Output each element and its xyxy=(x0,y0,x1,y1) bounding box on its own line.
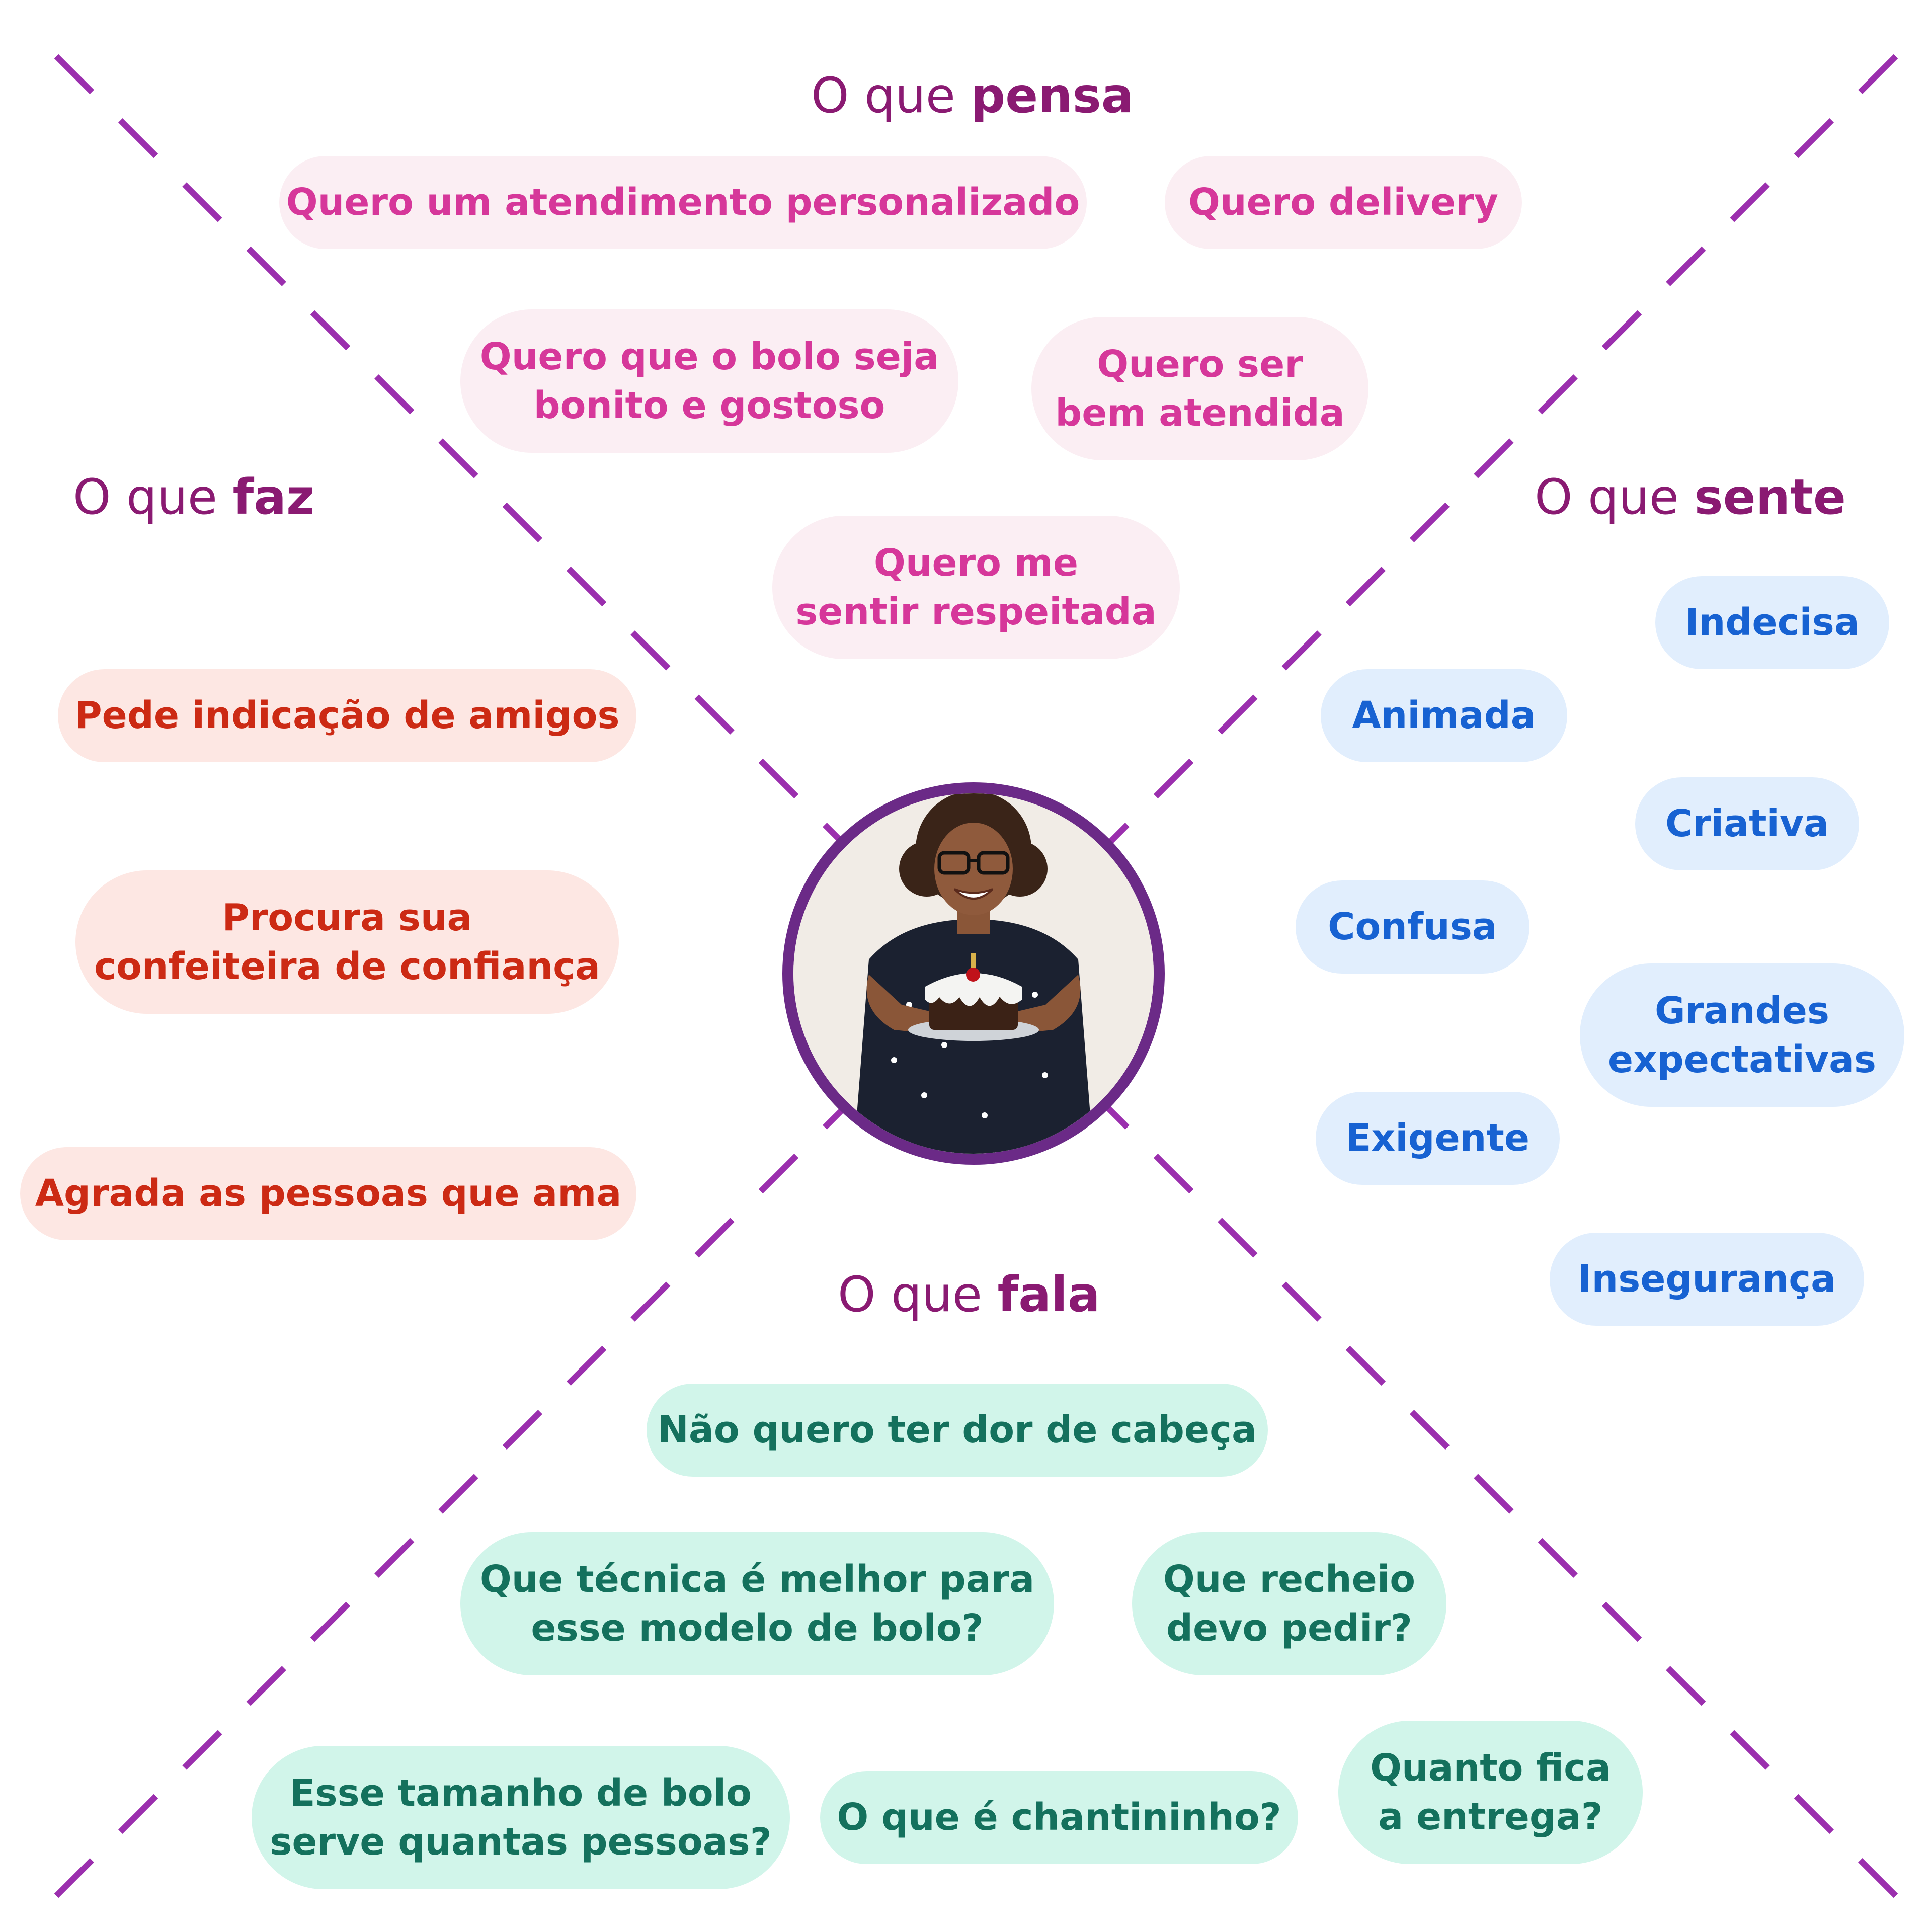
say-item: Quanto fica a entrega? xyxy=(1338,1721,1643,1864)
think-item: Quero um atendimento personalizado xyxy=(279,156,1087,249)
say-item-text: O que é chantininho? xyxy=(837,1796,1281,1839)
feel-item: Insegurança xyxy=(1550,1233,1864,1326)
think-item-text: Quero que o bolo seja bonito e gostoso xyxy=(479,335,939,427)
feel-item-text: Grandes expectativas xyxy=(1607,989,1877,1081)
do-item: Procura sua confeiteira de confiança xyxy=(75,870,619,1014)
diagonal-line-bottom-right xyxy=(1104,1104,1898,1898)
say-item-text: Não quero ter dor de cabeça xyxy=(658,1408,1257,1452)
say-item: Que técnica é melhor para esse modelo de… xyxy=(460,1532,1054,1675)
think-item: Quero delivery xyxy=(1165,156,1522,249)
feel-item-text: Confusa xyxy=(1328,905,1497,949)
feel-item: Exigente xyxy=(1316,1092,1560,1185)
feel-item: Animada xyxy=(1321,669,1567,762)
feel-item-text: Criativa xyxy=(1665,802,1829,846)
heading-prefix: O que xyxy=(73,469,217,525)
say-item: O que é chantininho? xyxy=(820,1771,1298,1864)
heading-keyword: fala xyxy=(997,1266,1100,1323)
do-item-text: Procura sua confeiteira de confiança xyxy=(94,896,600,988)
feel-item-text: Animada xyxy=(1352,694,1536,738)
think-item-text: Quero me sentir respeitada xyxy=(795,541,1157,633)
say-item-text: Esse tamanho de bolo serve quantas pesso… xyxy=(270,1772,772,1864)
say-item-text: Que recheio devo pedir? xyxy=(1163,1558,1416,1650)
feel-item: Criativa xyxy=(1635,777,1859,870)
think-item-text: Quero ser bem atendida xyxy=(1055,343,1345,435)
think-item: Quero que o bolo seja bonito e gostoso xyxy=(460,309,958,453)
diagonal-line-bottom-left xyxy=(54,1104,848,1898)
heading-prefix: O que xyxy=(811,67,955,124)
heading-o-que-sente: O que sente xyxy=(1535,473,1846,521)
say-item: Esse tamanho de bolo serve quantas pesso… xyxy=(252,1746,790,1889)
think-item: Quero ser bem atendida xyxy=(1031,317,1369,460)
diagonal-line-top-right xyxy=(1104,54,1898,848)
feel-item-text: Exigente xyxy=(1345,1116,1530,1160)
say-item: Que recheio devo pedir? xyxy=(1132,1532,1446,1675)
persona-photo xyxy=(782,782,1165,1165)
heading-prefix: O que xyxy=(1535,469,1679,525)
say-item: Não quero ter dor de cabeça xyxy=(647,1384,1268,1477)
heading-keyword: pensa xyxy=(971,67,1134,124)
heading-keyword: sente xyxy=(1694,469,1846,525)
do-item: Pede indicação de amigos xyxy=(58,669,636,762)
do-item-text: Pede indicação de amigos xyxy=(74,694,620,738)
think-item: Quero me sentir respeitada xyxy=(772,516,1180,659)
heading-keyword: faz xyxy=(232,469,314,525)
diagonal-line-top-left xyxy=(54,54,848,848)
heading-prefix: O que xyxy=(838,1266,982,1323)
heading-o-que-fala: O que fala xyxy=(838,1270,1100,1319)
say-item-text: Quanto fica a entrega? xyxy=(1370,1746,1611,1838)
feel-item: Grandes expectativas xyxy=(1580,963,1904,1107)
think-item-text: Quero um atendimento personalizado xyxy=(286,181,1080,224)
think-item-text: Quero delivery xyxy=(1188,181,1498,224)
persona-illustration xyxy=(793,793,1154,1154)
heading-o-que-pensa: O que pensa xyxy=(811,71,1134,120)
do-item-text: Agrada as pessoas que ama xyxy=(35,1172,622,1216)
heading-o-que-faz: O que faz xyxy=(73,473,314,521)
feel-item-text: Indecisa xyxy=(1685,601,1860,645)
do-item: Agrada as pessoas que ama xyxy=(20,1147,636,1240)
feel-item: Indecisa xyxy=(1655,576,1889,669)
feel-item-text: Insegurança xyxy=(1577,1257,1836,1301)
say-item-text: Que técnica é melhor para esse modelo de… xyxy=(479,1558,1035,1650)
feel-item: Confusa xyxy=(1296,880,1530,974)
